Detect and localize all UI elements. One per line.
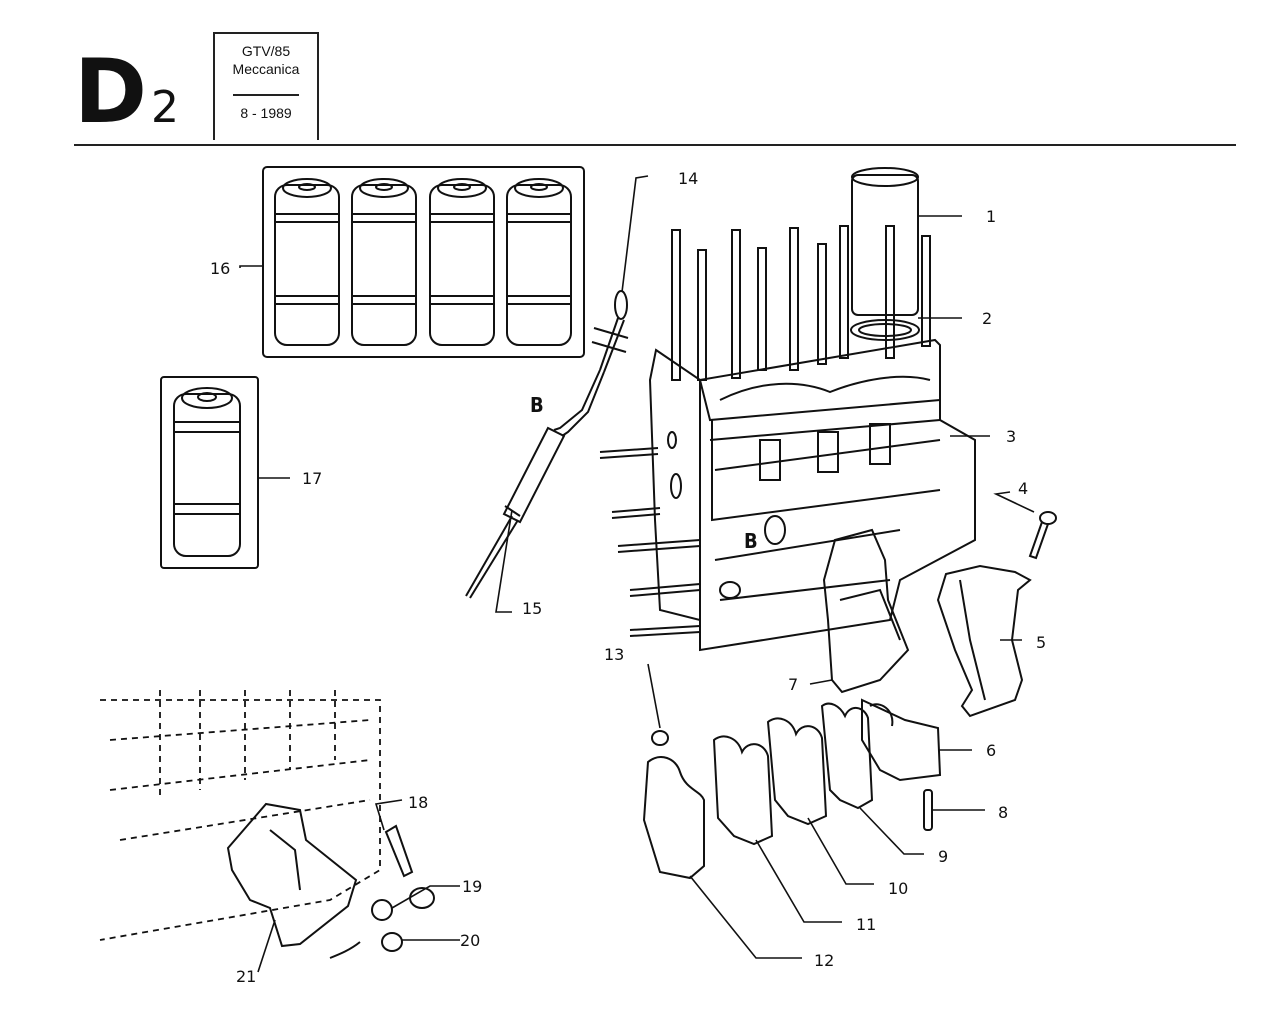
page-code-letter: D	[74, 40, 147, 143]
callout-7: 7	[788, 675, 798, 694]
view-marker-b-block: B	[744, 529, 758, 553]
callout-19: 19	[462, 877, 482, 896]
page-code-subscript: 2	[151, 82, 179, 133]
info-divider	[233, 94, 299, 96]
callout-15: 15	[522, 599, 542, 618]
callout-3: 3	[1006, 427, 1016, 446]
single-cylinder-liner-box	[160, 376, 259, 569]
callout-labels: 1 2 3 4 5 6 7 8 9 10 11 12 13 14 15 16 1…	[210, 169, 1046, 986]
header-rule	[74, 144, 1236, 146]
main-bearing-caps	[642, 702, 874, 880]
oil-dipstick	[465, 290, 629, 599]
section-label: Meccanica	[232, 61, 300, 77]
model-label: GTV/85	[241, 43, 291, 59]
cylinder-block	[648, 338, 976, 652]
callout-10: 10	[888, 879, 908, 898]
engine-mount-inset	[226, 802, 435, 959]
cylinder-liner-2	[351, 178, 417, 346]
view-marker-b-dipstick: B	[530, 393, 544, 417]
callout-13: 13	[604, 645, 624, 664]
side-studs	[599, 447, 701, 637]
inset-engine-mount-view	[99, 690, 381, 941]
callout-4: 4	[1018, 479, 1028, 498]
leader-lines	[239, 175, 1035, 973]
rear-main-bearing-cap	[822, 528, 910, 694]
top-cylinder-liner	[850, 167, 920, 341]
callout-20: 20	[460, 931, 480, 950]
callout-16: 16	[210, 259, 230, 278]
engine-mount-bracket-right	[936, 564, 1032, 718]
callout-14: 14	[678, 169, 698, 188]
callout-2: 2	[982, 309, 992, 328]
callout-21: 21	[236, 967, 256, 986]
callout-12: 12	[814, 951, 834, 970]
callout-8: 8	[998, 803, 1008, 822]
document-info-box: GTV/85 Meccanica 8 - 1989	[213, 32, 319, 140]
plug-bolt	[1028, 511, 1057, 560]
cylinder-liner-1	[274, 178, 340, 346]
callout-11: 11	[856, 915, 876, 934]
callout-1: 1	[986, 207, 996, 226]
callout-5: 5	[1036, 633, 1046, 652]
cylinder-liner-4	[506, 178, 572, 346]
seal-carrier	[861, 698, 942, 782]
cylinder-liner-set-box	[262, 166, 585, 358]
callout-6: 6	[986, 741, 996, 760]
roll-pin	[923, 789, 933, 831]
callout-17: 17	[302, 469, 322, 488]
cylinder-liner-3	[429, 178, 495, 346]
callout-9: 9	[938, 847, 948, 866]
date-label: 8 - 1989	[240, 105, 292, 121]
cylinder-head-studs	[671, 225, 931, 381]
callout-18: 18	[408, 793, 428, 812]
